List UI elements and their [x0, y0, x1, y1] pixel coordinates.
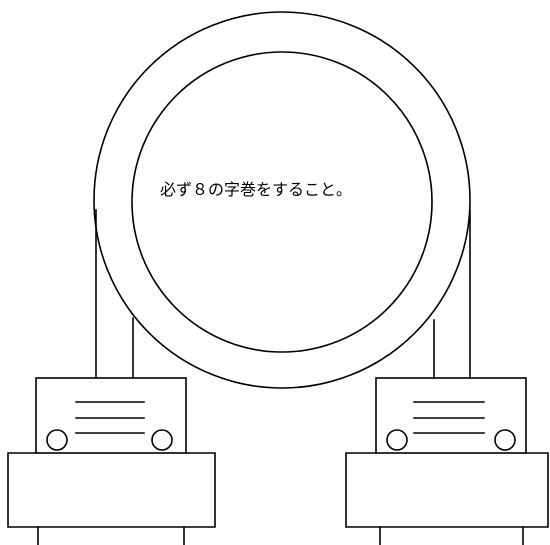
right-connector-screw: [494, 429, 516, 451]
left-connector-screw: [151, 429, 173, 451]
left-connector-screw: [46, 429, 68, 451]
left-cable-lead: [95, 209, 134, 379]
left-connector-shell: [7, 452, 216, 528]
right-connector-screw: [386, 429, 408, 451]
coil-instruction-label: 必ず８の字巻をすること。: [160, 180, 352, 199]
left-connector-body: [35, 377, 187, 454]
right-connector: [345, 377, 549, 545]
right-connector-body: [375, 377, 527, 454]
left-connector: [7, 377, 216, 545]
right-cable-lead: [433, 209, 471, 379]
cable-coil-inner: [131, 51, 433, 353]
right-connector-shell: [345, 452, 549, 528]
cable-coil-outer: [93, 11, 471, 389]
